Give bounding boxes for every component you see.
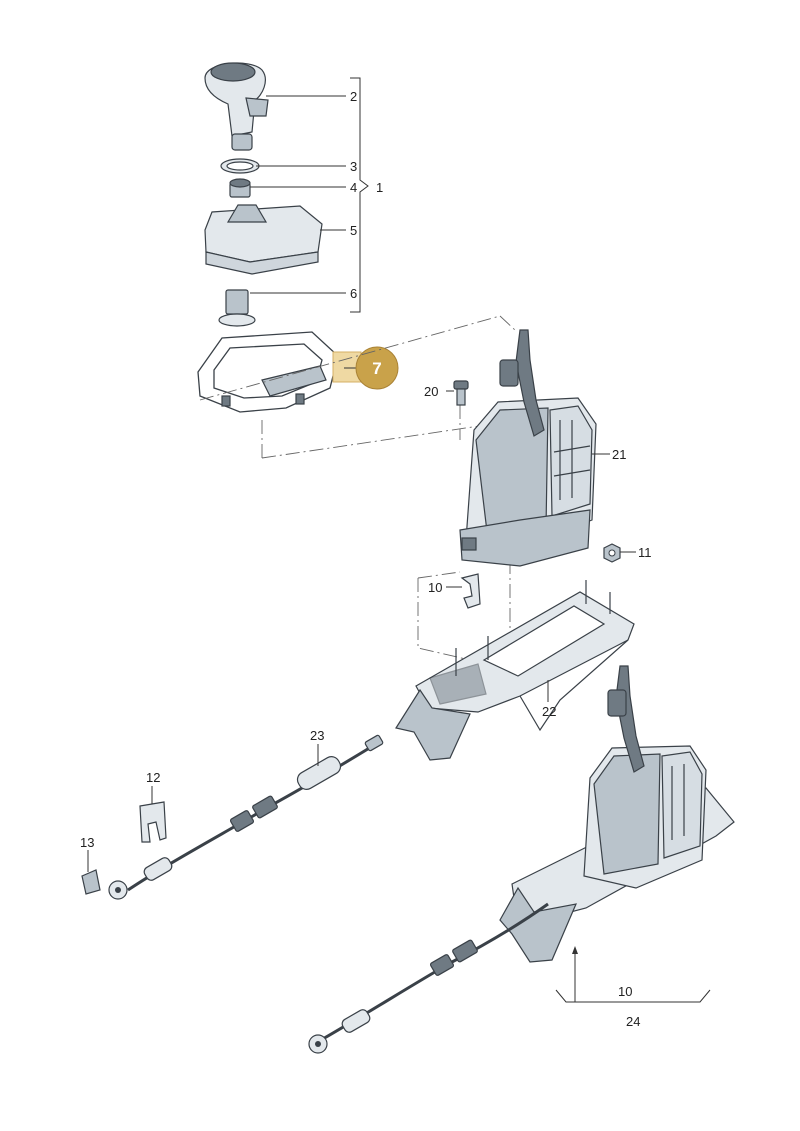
label-part-10-lower: 10 [618,984,632,999]
assembly-dashline-upper [199,315,521,459]
selector-housing-upper[interactable] [459,329,597,567]
label-part-3: 3 [350,159,357,174]
label-part-5: 5 [350,223,357,238]
label-part-6: 6 [350,286,357,301]
selector-insert-part-6[interactable] [218,289,256,327]
label-part-20: 20 [424,384,438,399]
shift-boot-cover[interactable] [204,204,323,275]
clip-part-12[interactable] [139,801,167,843]
bracket-part-13[interactable] [81,869,101,895]
label-part-2: 2 [350,89,357,104]
nut-part-11[interactable] [603,543,621,563]
clip-part-10-upper[interactable] [460,573,481,609]
group-bracket-1 [350,77,369,313]
highlight-number: 7 [372,359,381,378]
leader-lines [87,95,636,872]
label-part-24: 24 [626,1014,640,1029]
label-part-11: 11 [638,545,652,560]
label-part-1: 1 [376,180,383,195]
complete-shifter-assembly[interactable] [308,665,735,1054]
group-bracket-24 [555,989,711,1003]
label-part-21: 21 [612,447,626,462]
label-part-4: 4 [350,180,357,195]
label-part-10-upper: 10 [428,580,442,595]
ring-part-3[interactable] [220,158,260,174]
shift-cable[interactable] [108,734,384,900]
trim-frame[interactable] [197,331,339,413]
base-plate[interactable] [395,580,635,761]
bushing-part-4[interactable] [229,178,251,198]
label-part-12: 12 [146,770,160,785]
label-part-23: 23 [310,728,324,743]
bolt-part-20[interactable] [453,380,469,406]
highlight-callout[interactable]: 7 [332,346,399,390]
assembly-dashline-lower [417,560,511,665]
label-part-22: 22 [542,704,556,719]
gear-knob[interactable] [204,62,269,151]
highlight-circle [355,346,399,390]
label-part-13: 13 [80,835,94,850]
